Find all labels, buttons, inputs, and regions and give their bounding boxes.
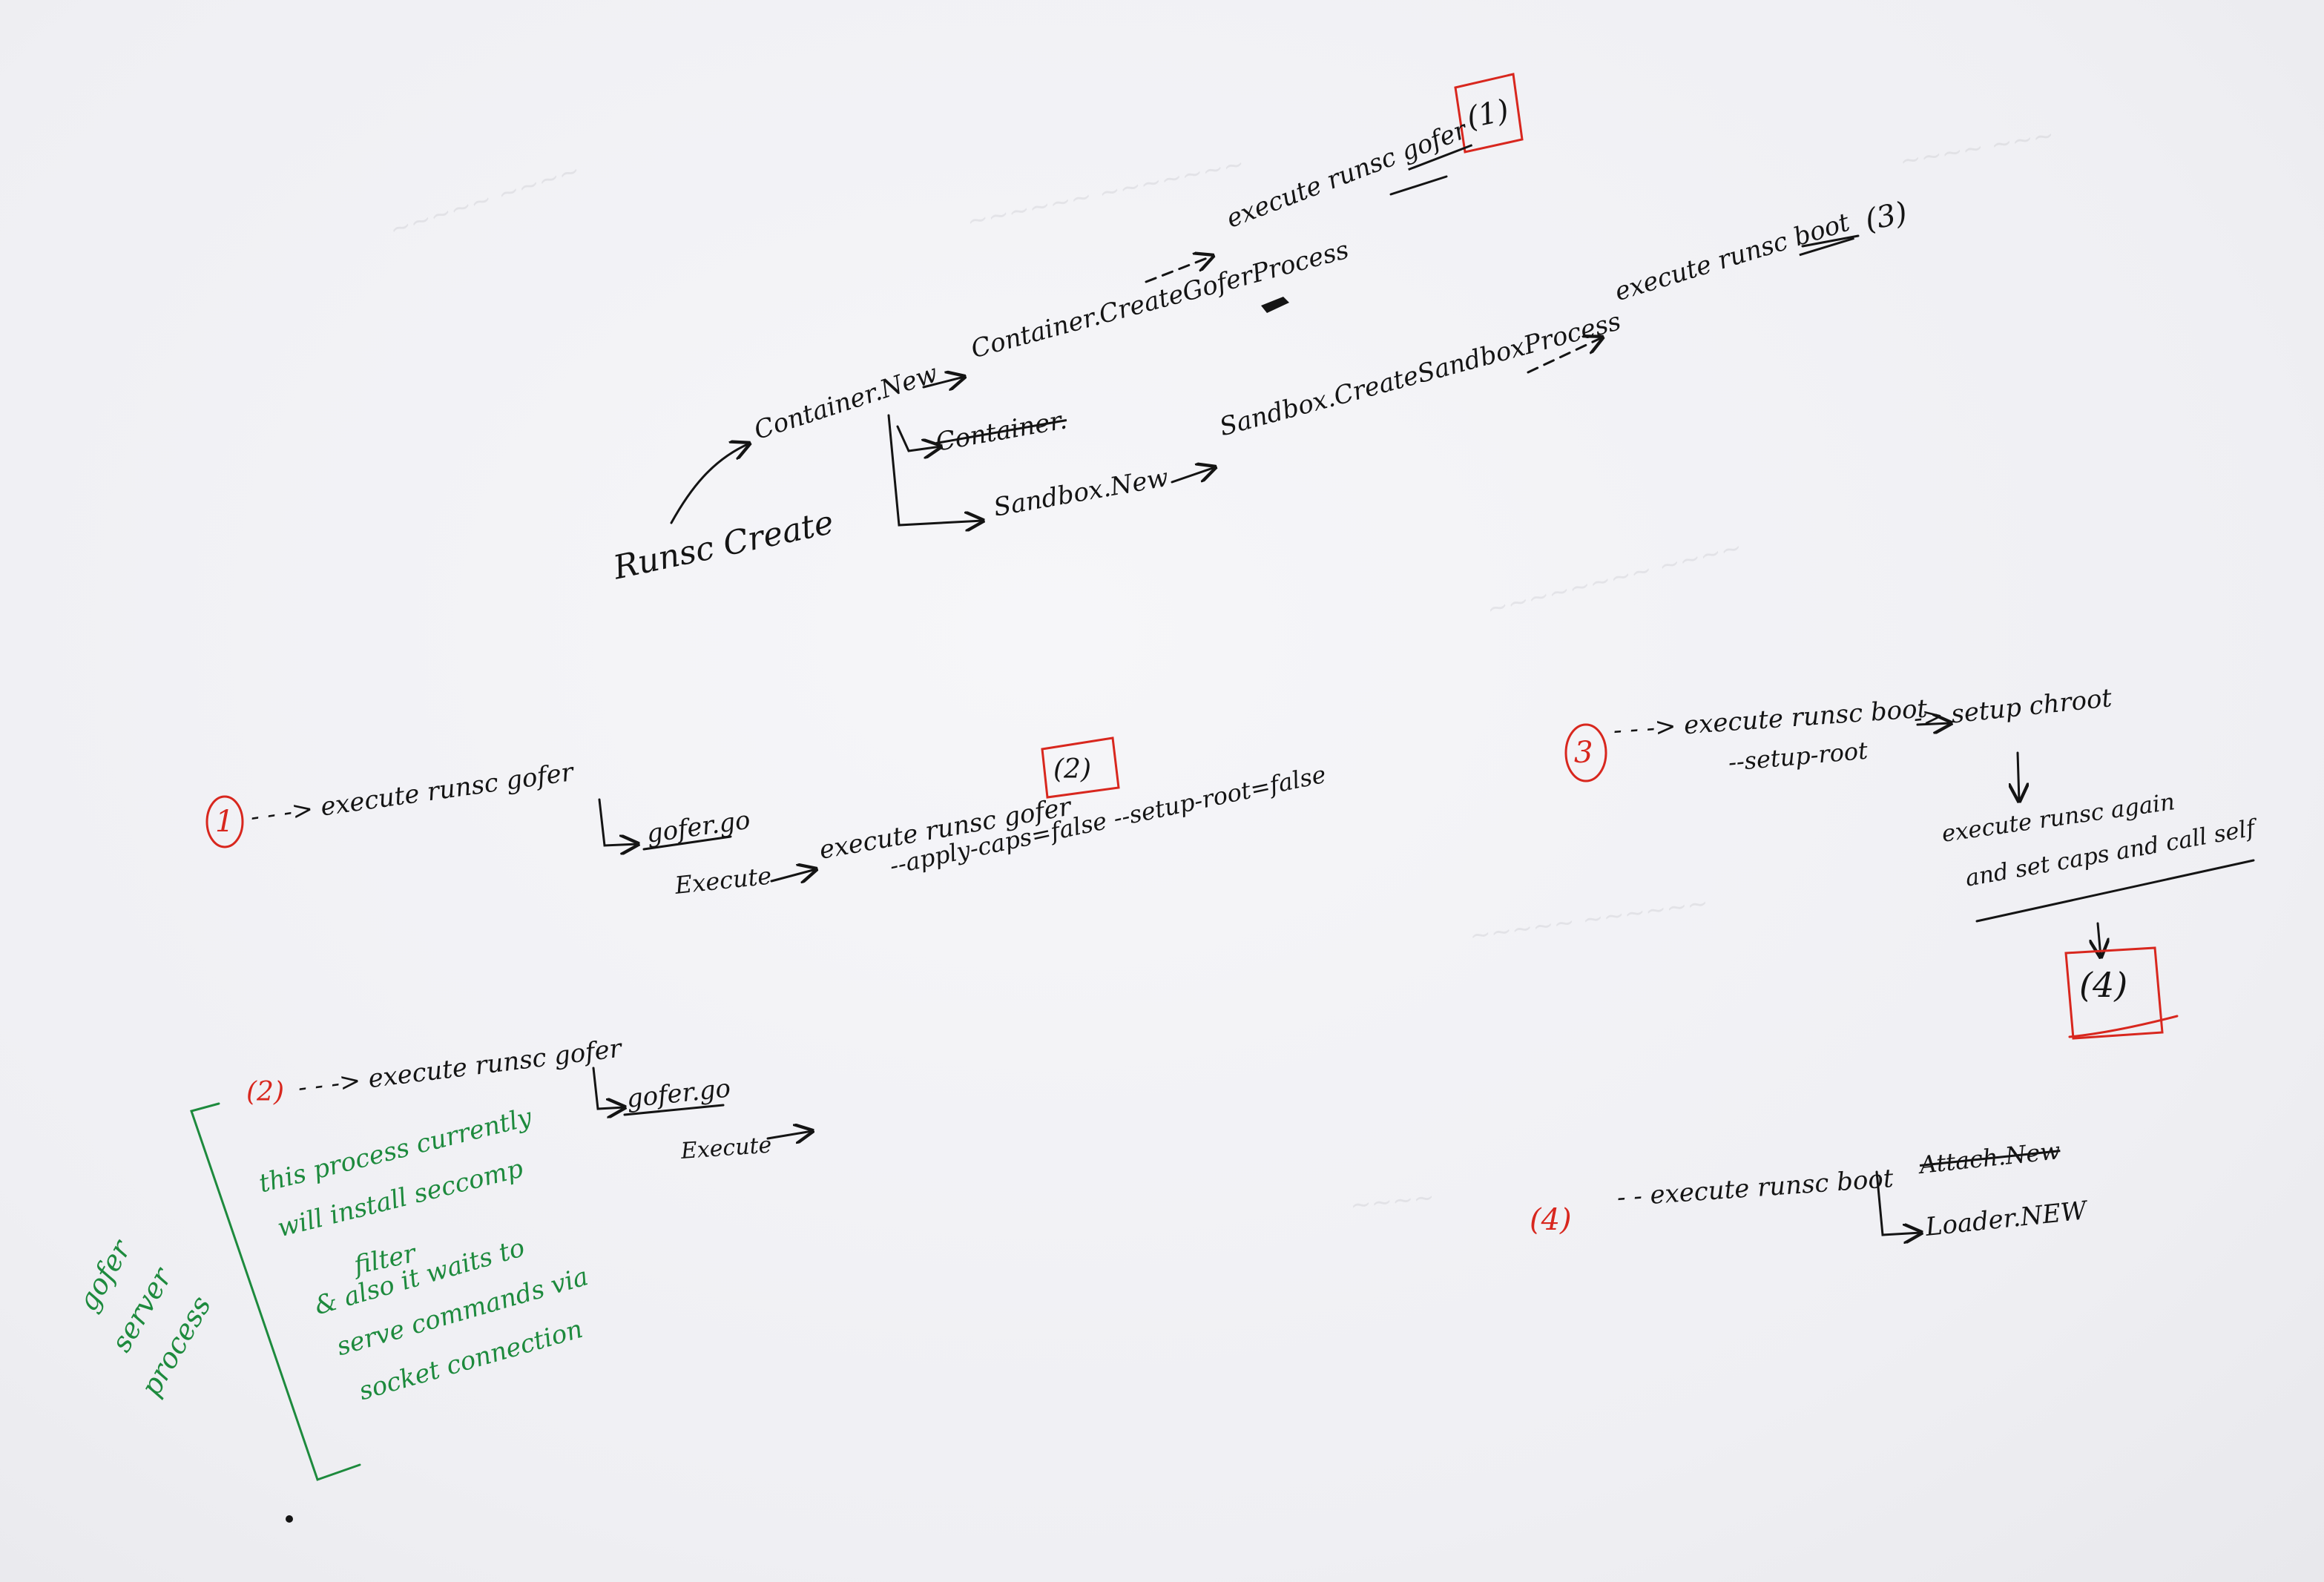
section-1-marker-2: (2) — [1053, 754, 1091, 785]
marker-1-top: (1) — [1464, 93, 1512, 136]
underline-boot — [1801, 234, 1860, 248]
ink-scribble — [1261, 297, 1289, 313]
arrow-dashed-to-exec-gofer — [1145, 256, 1213, 283]
red-box-1 — [1454, 73, 1524, 154]
arrow-container-to-gofer — [922, 377, 964, 387]
arrow-1-to-gofer-go — [598, 798, 638, 846]
section-3-marker: 3 — [1574, 736, 1593, 770]
underline-gofer — [1389, 175, 1448, 196]
underline-execute-again — [1975, 859, 2255, 923]
red-circle-3 — [1564, 723, 1607, 782]
arrow-4-to-loader — [1875, 1170, 1921, 1235]
marker-3-top: (3) — [1862, 195, 1911, 238]
underline-gofer-go-1 — [642, 835, 732, 851]
section-4-marker: (4) — [1530, 1203, 1572, 1237]
red-box-4 — [2064, 946, 2164, 1040]
section-3-marker-4: (4) — [2079, 965, 2128, 1005]
arrow-boot-to-chroot — [1916, 723, 1951, 725]
ink-dot — [286, 1515, 293, 1523]
arrow-create-to-container — [670, 444, 749, 524]
arrow-dashed-to-exec-boot — [1527, 337, 1602, 374]
arrow-branch-to-sandbox — [887, 414, 983, 525]
arrow-execute-2 — [766, 1131, 812, 1138]
red-circle-1 — [205, 795, 244, 848]
underline-gofer-go-2 — [623, 1104, 725, 1116]
section-2-marker: (2) — [246, 1077, 284, 1107]
arrow-sandbox-to-create — [1171, 467, 1215, 484]
red-box-2 — [1041, 736, 1120, 799]
red-scribble-4 — [2068, 1015, 2179, 1038]
section-1-marker: 1 — [215, 805, 234, 839]
section-2-execute: Execute — [679, 1132, 773, 1164]
arrow-chroot-down — [2018, 751, 2019, 801]
arrow-branch-to-struck — [896, 425, 941, 451]
arrow-execute-to-exec — [770, 869, 816, 881]
green-bracket — [190, 1102, 361, 1481]
arrow-2-to-gofer-go — [592, 1067, 625, 1109]
